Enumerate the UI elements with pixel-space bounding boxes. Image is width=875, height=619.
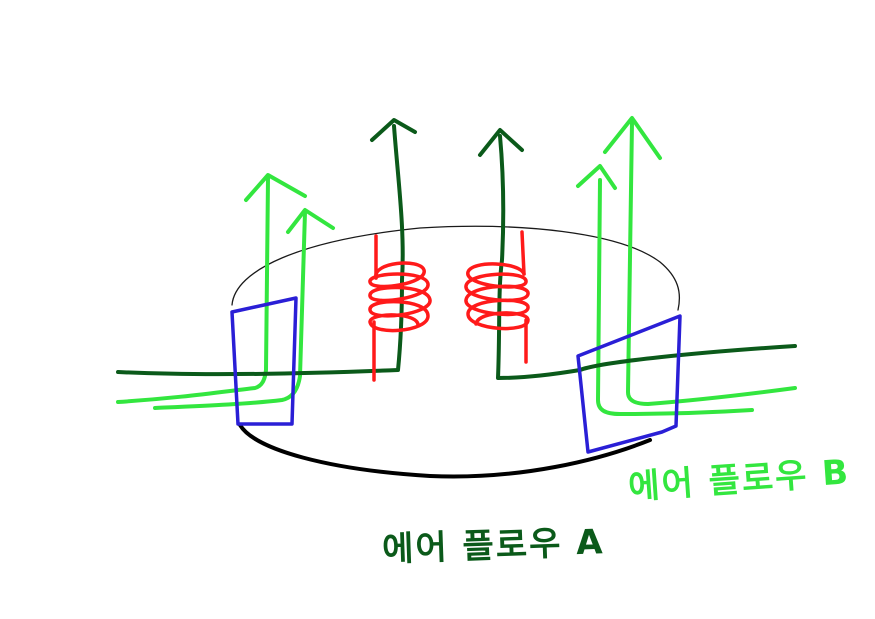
airflow-a-left-arrowhead — [370, 118, 417, 142]
inlet-box-right — [576, 314, 682, 454]
heating-coil-right-lead-in — [520, 230, 526, 276]
housing-bottom-arc — [238, 423, 652, 479]
heating-coil-left — [368, 234, 432, 382]
airflow-a — [116, 118, 797, 380]
housing-top-ellipse — [231, 225, 681, 311]
heating-coil-right — [464, 230, 530, 364]
airflow-b-left-inner-arrowhead — [286, 208, 335, 234]
airflow-b-left-outer-arrowhead — [244, 173, 307, 202]
airflow-a-right-line — [496, 134, 797, 380]
airflow-a-left-line — [116, 124, 405, 377]
airflow-b-right-outer-line — [626, 120, 797, 406]
heating-coil-left-windings — [368, 261, 432, 333]
heating-coil-right-windings — [464, 262, 530, 331]
airflow-b-right-inner-line — [596, 178, 754, 416]
airflow-b-right — [576, 116, 797, 416]
airflow-a-right-arrowhead — [478, 128, 524, 157]
airflow-a-label: 에어 플로우 A — [381, 522, 606, 570]
airflow-b-right-inner-arrowhead — [576, 164, 617, 190]
airflow-b-right-outer-arrowhead — [603, 116, 662, 160]
airflow-b-left — [116, 173, 335, 410]
inlet-box-left — [230, 296, 298, 426]
airflow-b-left-outer-line — [116, 176, 270, 404]
airflow-b-left-inner-line — [153, 210, 307, 410]
